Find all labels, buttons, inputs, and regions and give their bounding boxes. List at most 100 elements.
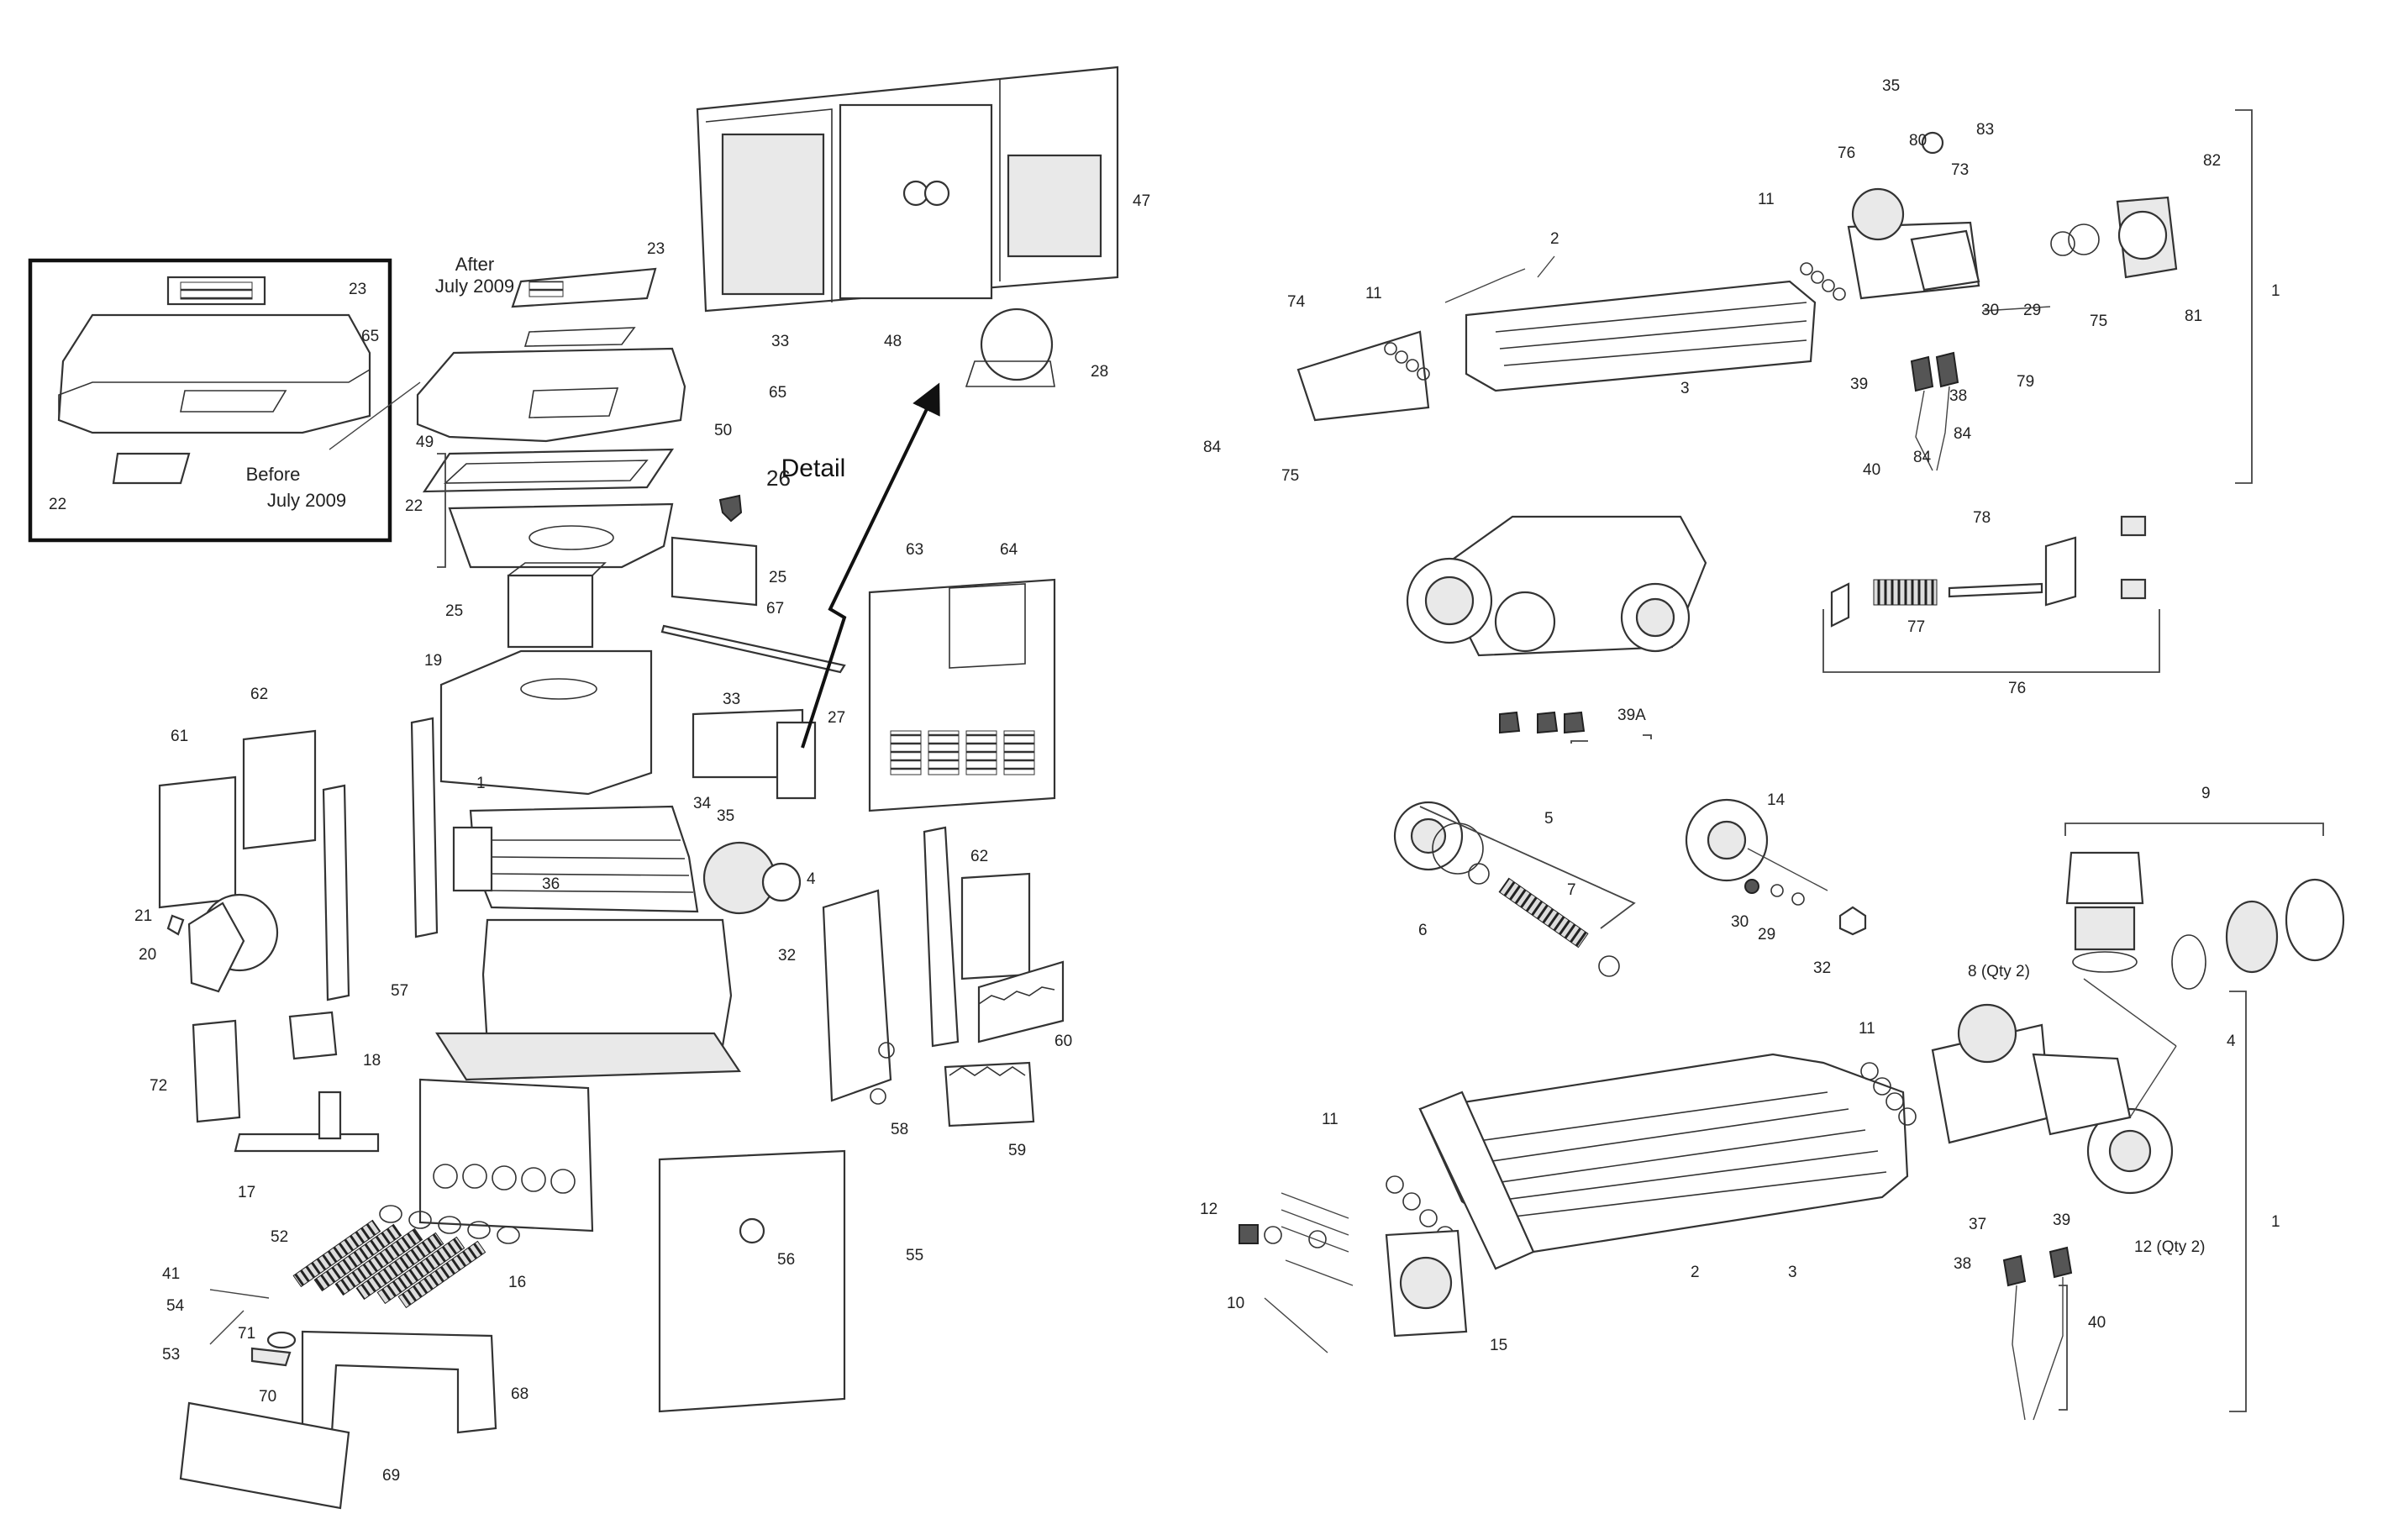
label-p35a: 35 [717,807,734,825]
label-p50: 50 [714,422,732,439]
label-p54: 54 [166,1297,185,1315]
label-r30a: 30 [1981,302,1999,319]
label-r30b: 30 [1731,913,1749,931]
label-r80: 80 [1909,132,1927,150]
label-r84c: 84 [1913,449,1932,466]
label-p69: 69 [382,1467,400,1485]
label-p61: 61 [171,728,188,745]
label-r2a: 2 [1550,230,1559,248]
label-r76b: 76 [2008,680,2026,697]
label-p58: 58 [891,1121,908,1138]
label-r39A: 39A [1617,707,1646,724]
label-p1a: 1 [476,775,486,792]
label-r1a: 1 [2271,282,2280,300]
label-p34: 34 [693,795,712,812]
label-p17: 17 [238,1184,255,1201]
label-r2b: 2 [1691,1264,1700,1281]
label-p16: 16 [508,1274,526,1291]
label-r3b: 3 [1788,1264,1797,1281]
leaders [329,109,2324,1412]
label-r35: 35 [1882,77,1900,95]
label-p18: 18 [363,1052,381,1070]
label-r84b: 84 [1954,425,1972,443]
label-ins23: 23 [349,281,366,298]
label-p57: 57 [391,982,408,1000]
bottom-right-assembly [1239,1003,2174,1421]
label-r11a: 11 [1365,285,1382,302]
label-p68: 68 [511,1385,529,1403]
label-p62a: 62 [250,686,268,703]
label-p33b: 33 [723,691,740,708]
label-p62b: 62 [970,848,988,865]
label-r3a: 3 [1680,380,1690,397]
label-r8: 8 (Qty 2) [1968,963,2030,980]
label-r12b: 12 (Qty 2) [2134,1238,2205,1256]
inset-note-before-date: July 2009 [267,490,346,511]
top-right-assembly [1296,131,2178,734]
label-r29a: 29 [2023,302,2041,319]
label-p19: 19 [424,652,442,670]
label-p48: 48 [884,333,902,350]
label-r29b: 29 [1758,926,1775,943]
inset-top-cover [57,276,371,485]
label-r77: 77 [1907,618,1925,636]
label-p27: 27 [828,709,845,727]
label-r78: 78 [1973,509,1991,527]
label-p65: 65 [769,384,786,402]
label-p26: 26 [766,465,791,491]
label-r7: 7 [1567,881,1576,899]
label-p33a: 33 [771,333,789,350]
label-r82: 82 [2203,152,2221,170]
note-detail: Detail [781,455,846,482]
label-p64: 64 [1000,541,1018,559]
labels: Before July 2009 After July 2009 Detail … [49,77,2280,1485]
label-p36: 36 [542,875,560,893]
label-r32b: 32 [1813,959,1831,977]
label-p56: 56 [777,1251,795,1269]
label-p28: 28 [1091,363,1108,381]
label-r37: 37 [1969,1216,1986,1233]
label-p53: 53 [162,1346,180,1364]
label-p72: 72 [150,1077,167,1095]
label-r11c: 11 [1859,1020,1875,1038]
label-r74: 74 [1287,293,1306,311]
label-r81: 81 [2185,307,2202,325]
label-p63: 63 [906,541,923,559]
label-r6: 6 [1418,922,1428,939]
spring [1498,877,1589,949]
label-p25a: 25 [769,569,786,586]
label-p21: 21 [134,907,152,925]
label-p4a: 4 [807,870,816,888]
label-r73: 73 [1951,161,1969,179]
label-p49: 49 [416,434,434,451]
label-p60: 60 [1054,1033,1072,1050]
label-r11d: 11 [1322,1111,1339,1128]
mid-right-assembly [1393,798,2345,990]
note-after-date: July 2009 [435,276,514,297]
label-p67: 67 [766,600,784,618]
label-r39b: 39 [2053,1212,2070,1229]
label-r75a: 75 [1281,467,1299,485]
label-r38b: 38 [1954,1255,1971,1273]
label-p25b: 25 [445,602,463,620]
label-r75b: 75 [2090,313,2107,330]
label-r11b: 11 [1758,191,1775,208]
left-exploded-view [158,66,1119,1510]
label-r10: 10 [1227,1295,1244,1312]
note-after: After [455,254,494,275]
label-ins22: 22 [49,496,66,513]
label-r83: 83 [1976,121,1994,139]
label-r9: 9 [2201,785,2211,802]
label-r76a: 76 [1838,145,1855,162]
label-r38a: 38 [1949,387,1967,405]
label-r39a: 39 [1850,376,1868,393]
label-p22: 22 [405,497,423,515]
label-r79: 79 [2017,373,2034,391]
label-r12a: 12 [1200,1201,1218,1218]
label-p52: 52 [271,1228,288,1246]
label-r1b: 1 [2271,1213,2280,1231]
bottom-gaskets [1386,1062,1917,1244]
label-p23: 23 [647,240,665,258]
label-p47: 47 [1133,192,1150,210]
